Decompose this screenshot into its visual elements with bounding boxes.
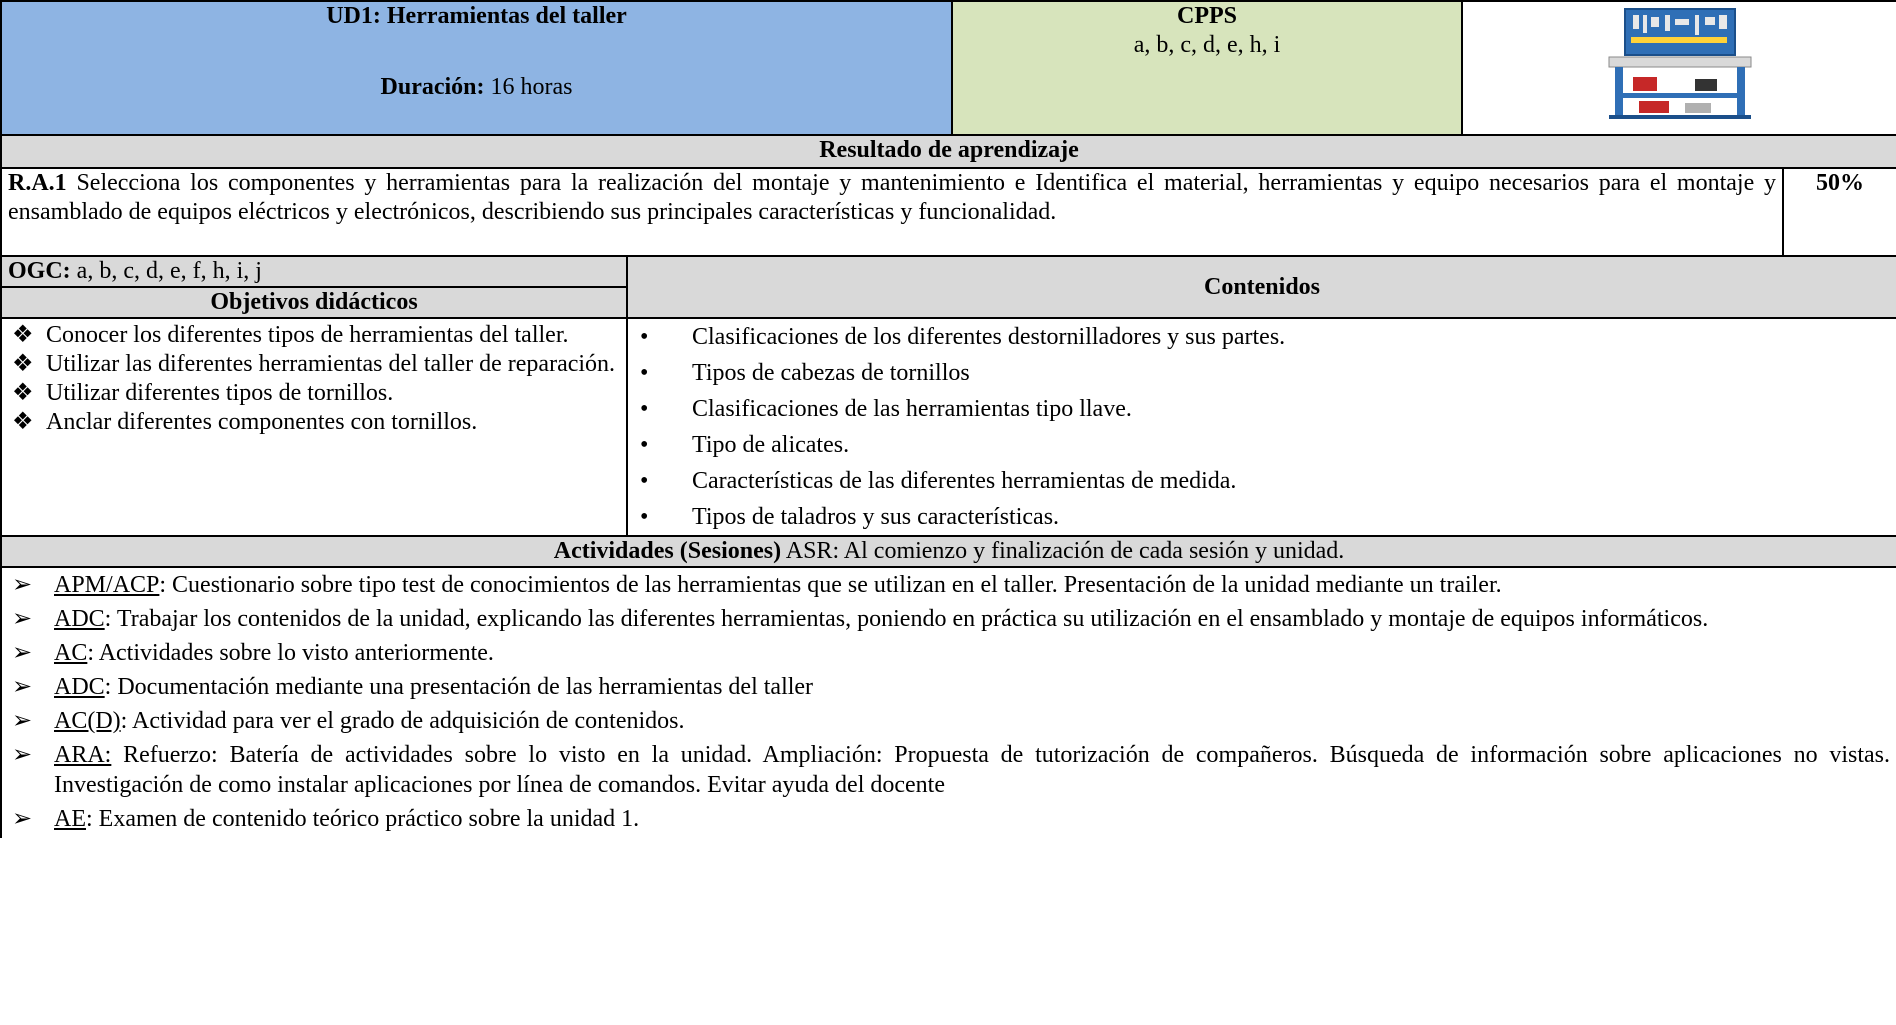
contents-list: Clasificaciones de los diferentes destor…	[634, 319, 1890, 535]
activity-item: APM/ACP: Cuestionario sobre tipo test de…	[8, 570, 1890, 600]
activity-code: AC	[54, 640, 88, 666]
workbench-image-cell	[1461, 0, 1896, 136]
contents-heading: Contenidos	[625, 255, 1896, 319]
learning-result-weight: 50%	[1782, 167, 1896, 257]
unit-duration: Duración: 16 horas	[8, 73, 945, 102]
objectives-heading: Objetivos didácticos	[0, 286, 628, 319]
content-item: Características de las diferentes herram…	[634, 463, 1890, 499]
content-item: Tipos de taladros y sus características.	[634, 499, 1890, 535]
activity-text: : Actividades sobre lo visto anteriormen…	[87, 640, 494, 666]
learning-result-text: Selecciona los componentes y herramienta…	[8, 170, 1777, 225]
cpps-label: CPPS	[1177, 3, 1238, 29]
activity-code: APM/ACP	[54, 572, 160, 598]
learning-result-heading: Resultado de aprendizaje	[0, 134, 1896, 169]
learning-result-code: R.A.1	[8, 170, 67, 196]
objective-item: Anclar diferentes componentes con tornil…	[8, 408, 620, 437]
objective-item: Conocer los diferentes tipos de herramie…	[8, 321, 620, 350]
ogc-values: a, b, c, d, e, f, h, i, j	[76, 258, 262, 284]
activity-item: AC(D): Actividad para ver el grado de ad…	[8, 706, 1890, 736]
duration-label: Duración:	[380, 74, 485, 100]
activity-code: AC(D)	[54, 708, 121, 734]
content-item: Tipos de cabezas de tornillos	[634, 355, 1890, 391]
content-item: Tipo de alicates.	[634, 427, 1890, 463]
activity-text: : Documentación mediante una presentació…	[104, 674, 814, 700]
activities-heading-bold: Actividades (Sesiones)	[553, 538, 782, 564]
activity-text: : Actividad para ver el grado de adquisi…	[120, 708, 685, 734]
objective-item: Utilizar las diferentes herramientas del…	[8, 350, 620, 379]
activity-code: AE	[54, 806, 86, 832]
activity-code: ADC	[54, 606, 105, 632]
content-item: Clasificaciones de los diferentes destor…	[634, 319, 1890, 355]
activities-heading: Actividades (Sesiones) ASR: Al comienzo …	[0, 535, 1896, 568]
activity-item: ADC: Trabajar los contenidos de la unida…	[8, 604, 1890, 634]
activities-list: APM/ACP: Cuestionario sobre tipo test de…	[8, 570, 1890, 834]
cpps-values: a, b, c, d, e, h, i	[1133, 32, 1281, 58]
activity-item: AC: Actividades sobre lo visto anteriorm…	[8, 638, 1890, 668]
objective-item: Utilizar diferentes tipos de tornillos.	[8, 379, 620, 408]
activities-cell: APM/ACP: Cuestionario sobre tipo test de…	[0, 566, 1896, 838]
workbench-image	[1608, 8, 1752, 119]
duration-value: 16 horas	[490, 74, 573, 100]
learning-result-text-cell: R.A.1 Selecciona los componentes y herra…	[0, 167, 1785, 257]
activity-text: : Trabajar los contenidos de la unidad, …	[104, 606, 1709, 632]
activity-text: : Examen de contenido teórico práctico s…	[86, 806, 640, 832]
activity-item: ADC: Documentación mediante una presenta…	[8, 672, 1890, 702]
activity-item: ARA: Refuerzo: Batería de actividades so…	[8, 740, 1890, 800]
activities-heading-rest: ASR: Al comienzo y finalización de cada …	[781, 538, 1345, 564]
unit-header: UD1: Herramientas del taller Duración: 1…	[0, 0, 954, 136]
activity-text: : Cuestionario sobre tipo test de conoci…	[159, 572, 1502, 598]
unit-plan-table: UD1: Herramientas del taller Duración: 1…	[0, 0, 1896, 838]
content-item: Clasificaciones de las herramientas tipo…	[634, 391, 1890, 427]
activity-text: Refuerzo: Batería de actividades sobre l…	[54, 742, 1891, 798]
objectives-cell: Conocer los diferentes tipos de herramie…	[0, 317, 628, 537]
unit-title: UD1: Herramientas del taller	[326, 3, 627, 29]
ogc-label: OGC:	[8, 258, 71, 284]
activity-item: AE: Examen de contenido teórico práctico…	[8, 804, 1890, 834]
cpps-cell: CPPS a, b, c, d, e, h, i	[951, 0, 1464, 136]
activity-code: ARA:	[54, 742, 112, 768]
activity-code: ADC	[54, 674, 105, 700]
objectives-list: Conocer los diferentes tipos de herramie…	[8, 321, 620, 437]
contents-cell: Clasificaciones de los diferentes destor…	[625, 317, 1896, 537]
ogc-cell: OGC: a, b, c, d, e, f, h, i, j	[0, 255, 628, 288]
